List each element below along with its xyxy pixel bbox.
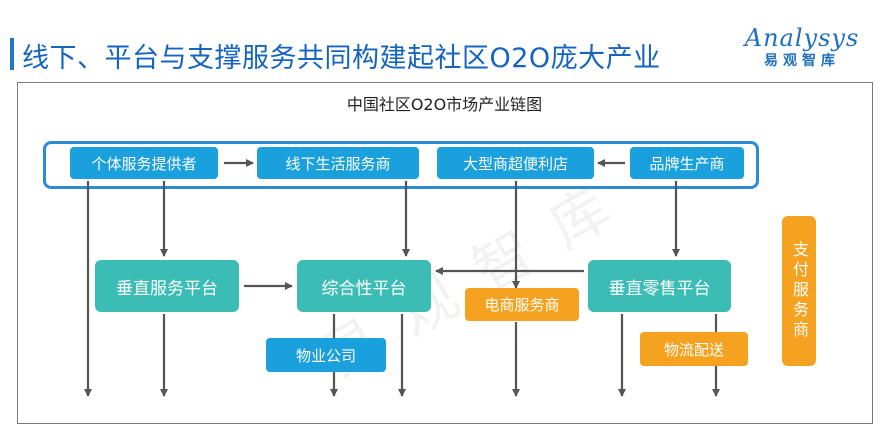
title-accent-bar [10,38,14,70]
node-logistics: 物流配送 [640,332,748,366]
node-integrated-platform: 综合性平台 [297,260,431,312]
diagram-frame [17,82,873,424]
node-offline-service: 线下生活服务商 [257,147,419,179]
node-ecommerce-service: 电商服务商 [465,288,579,321]
arrow-layer [84,159,720,397]
logo-subtitle: 易观智库 [764,53,840,69]
page-title: 线下、平台与支撑服务共同构建起社区O2O庞大产业 [22,43,661,74]
analysys-logo: Analysys 易观智库 [727,24,877,70]
node-supermarket: 大型商超便利店 [437,147,594,179]
node-vertical-retail-platform: 垂直零售平台 [588,260,731,312]
node-vertical-service-platform: 垂直服务平台 [95,260,239,312]
node-property-company: 物业公司 [266,338,386,372]
diagram-title: 中国社区O2O市场产业链图 [346,95,543,114]
node-payment-service: 支付服务商 [782,216,816,366]
node-individual-provider: 个体服务提供者 [70,147,218,179]
node-brand-producer: 品牌生产商 [630,147,744,179]
logo-wordmark: Analysys [744,24,860,52]
